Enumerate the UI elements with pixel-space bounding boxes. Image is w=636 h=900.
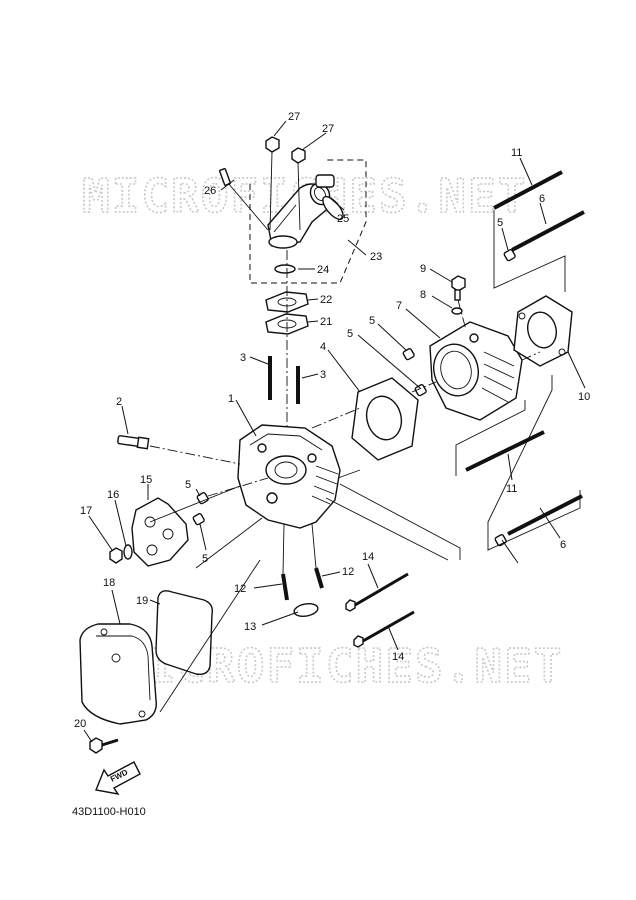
callout-5-d: 5: [202, 553, 208, 565]
spark-plug: [117, 435, 150, 450]
callout-23: 23: [370, 251, 382, 263]
washer-8: [451, 307, 463, 315]
callout-10: 10: [578, 391, 590, 403]
bolt-20: [89, 737, 119, 754]
rocker-bracket: [131, 485, 241, 567]
callout-14-b: 14: [392, 651, 404, 663]
callout-27-a: 27: [288, 111, 300, 123]
callout-6-b: 6: [560, 539, 566, 551]
cylinder-head: [237, 424, 341, 529]
bolt-14-upper: [345, 572, 409, 612]
stud-11-upper: [493, 170, 563, 210]
stud-12-right: [314, 567, 324, 589]
callout-6-a: 6: [539, 193, 545, 205]
callout-5-c: 5: [185, 479, 191, 491]
cylinder-gasket: [351, 377, 419, 461]
callout-13: 13: [244, 621, 256, 633]
diagram-code: 43D1100-H010: [72, 806, 146, 818]
dowel-5-d: [192, 513, 205, 526]
cylinder-head-cover: [79, 623, 157, 725]
callout-11-a: 11: [511, 147, 522, 159]
callout-20: 20: [74, 718, 86, 730]
callout-12-b: 12: [342, 566, 354, 578]
bolt-9: [451, 275, 466, 301]
callout-22: 22: [320, 294, 332, 306]
insulator-22: [265, 291, 309, 313]
callout-27-b: 27: [322, 123, 334, 135]
stud-12-left: [281, 573, 289, 601]
nut-27-left: [265, 136, 280, 231]
callout-25: 25: [337, 213, 349, 225]
callout-3-a: 3: [240, 352, 246, 364]
cylinder: [429, 321, 523, 421]
stud-6-upper: [511, 210, 585, 252]
callout-7: 7: [396, 300, 402, 312]
nut-27-right: [291, 147, 306, 231]
fwd-arrow: FWD: [95, 761, 141, 795]
o-ring-13: [293, 603, 319, 617]
callout-21: 21: [320, 316, 332, 328]
leader-lines: [83, 120, 586, 743]
callout-18: 18: [103, 577, 115, 589]
callout-numbers: 27 27 26 25 23 24 22 21 3 3 1 2 4 5 5 7 …: [74, 111, 590, 730]
washer-16: [123, 544, 133, 560]
callout-26: 26: [204, 185, 216, 197]
base-gasket: [513, 295, 573, 367]
callout-12-a: 12: [234, 583, 246, 595]
callout-4: 4: [320, 341, 326, 353]
head-cover-gasket: [155, 590, 214, 676]
dowel-5-e: [503, 249, 516, 262]
dowel-5-a: [402, 348, 415, 361]
callout-5-e: 5: [497, 217, 503, 229]
callout-19: 19: [136, 595, 148, 607]
callout-15: 15: [140, 474, 152, 486]
nut-17: [109, 547, 123, 564]
callout-14-a: 14: [362, 551, 374, 563]
callout-5-a: 5: [347, 328, 353, 340]
callout-2: 2: [116, 396, 122, 408]
callout-8: 8: [420, 289, 426, 301]
callout-5-b: 5: [369, 315, 375, 327]
callout-9: 9: [420, 263, 426, 275]
callout-16: 16: [107, 489, 119, 501]
callout-11-b: 11: [506, 483, 517, 495]
callout-3-b: 3: [320, 369, 326, 381]
stud-26: [219, 168, 269, 231]
callout-24: 24: [317, 264, 329, 276]
o-ring: [274, 264, 296, 274]
group-23-outline: [249, 159, 367, 284]
callout-17: 17: [80, 505, 92, 517]
callout-1: 1: [228, 393, 234, 405]
stud-11-lower: [465, 430, 545, 472]
